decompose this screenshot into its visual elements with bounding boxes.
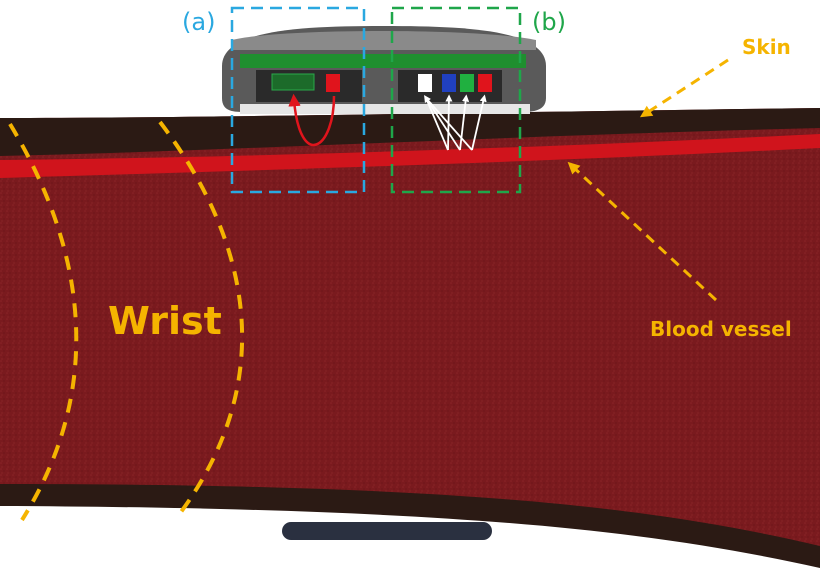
wrist-tissue bbox=[0, 108, 820, 568]
reflected-light-arrows-icon bbox=[424, 94, 487, 151]
wrist-outline bbox=[8, 120, 245, 522]
led-green-b bbox=[460, 74, 474, 92]
label-wrist: Wrist bbox=[108, 299, 222, 343]
label-a: (a) bbox=[182, 8, 215, 36]
blood-vessel bbox=[0, 134, 820, 178]
photodiode-a bbox=[271, 73, 315, 91]
ppg-device bbox=[222, 26, 546, 114]
label-skin: Skin bbox=[742, 35, 791, 59]
led-red-b bbox=[478, 74, 492, 92]
label-blood-vessel: Blood vessel bbox=[650, 317, 792, 341]
box-a bbox=[230, 6, 366, 194]
led-red-a bbox=[326, 74, 340, 92]
box-b bbox=[390, 6, 522, 194]
device-base bbox=[240, 104, 530, 114]
skin-layer-top bbox=[0, 108, 820, 156]
curved-arrow-icon bbox=[288, 93, 336, 147]
led-blue-b bbox=[442, 74, 456, 92]
photodiode-b bbox=[418, 74, 432, 92]
skin-pointer-arrow bbox=[639, 58, 729, 118]
pcb-board bbox=[240, 54, 526, 68]
skin-layer-bottom bbox=[0, 484, 820, 568]
strap-bottom bbox=[282, 522, 492, 540]
label-b: (b) bbox=[532, 8, 566, 36]
